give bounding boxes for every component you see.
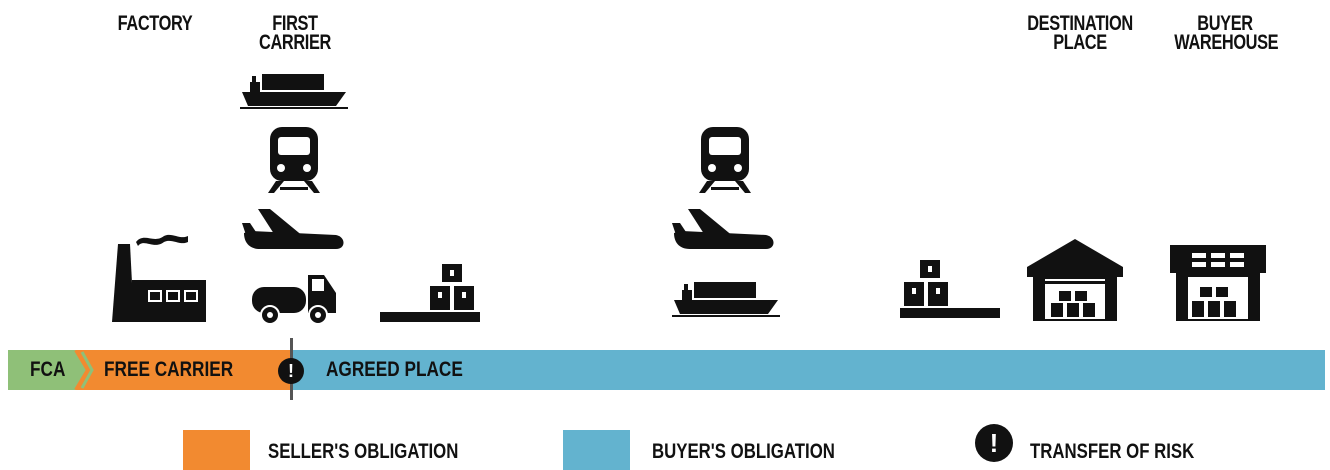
legend-risk-icon: ! bbox=[975, 424, 1013, 462]
warehouse-icon bbox=[1025, 237, 1125, 321]
label-factory: FACTORY bbox=[117, 12, 193, 35]
seller-section-label: FREE CARRIER bbox=[104, 358, 234, 381]
legend-buyer-swatch bbox=[563, 430, 630, 470]
cargo-ship-icon bbox=[672, 280, 780, 318]
airplane-icon bbox=[672, 207, 776, 255]
legend-seller-swatch bbox=[183, 430, 250, 470]
pallet-boxes-icon bbox=[898, 258, 1002, 320]
buyer-warehouse-icon bbox=[1168, 243, 1268, 321]
label-first-carrier: FIRST CARRIER bbox=[259, 12, 331, 54]
buyer-section-label: AGREED PLACE bbox=[326, 358, 463, 381]
cargo-ship-icon bbox=[240, 72, 348, 110]
label-buyer-warehouse: BUYER WAREHOUSE bbox=[1174, 12, 1279, 54]
train-icon bbox=[697, 125, 753, 195]
buyer-obligation-bar bbox=[282, 350, 1325, 390]
airplane-icon bbox=[242, 207, 346, 255]
train-icon bbox=[266, 125, 322, 195]
legend-seller-label: SELLER'S OBLIGATION bbox=[268, 440, 459, 463]
label-destination-place: DESTINATION PLACE bbox=[1027, 12, 1133, 54]
truck-icon bbox=[250, 273, 338, 325]
term-code: FCA bbox=[30, 358, 66, 381]
seller-obligation-bar bbox=[8, 350, 290, 390]
legend-buyer-label: BUYER'S OBLIGATION bbox=[652, 440, 835, 463]
risk-transfer-marker: ! bbox=[278, 358, 304, 384]
factory-icon bbox=[108, 230, 208, 325]
pallet-boxes-icon bbox=[378, 262, 482, 324]
legend-risk-label: TRANSFER OF RISK bbox=[1030, 440, 1195, 463]
